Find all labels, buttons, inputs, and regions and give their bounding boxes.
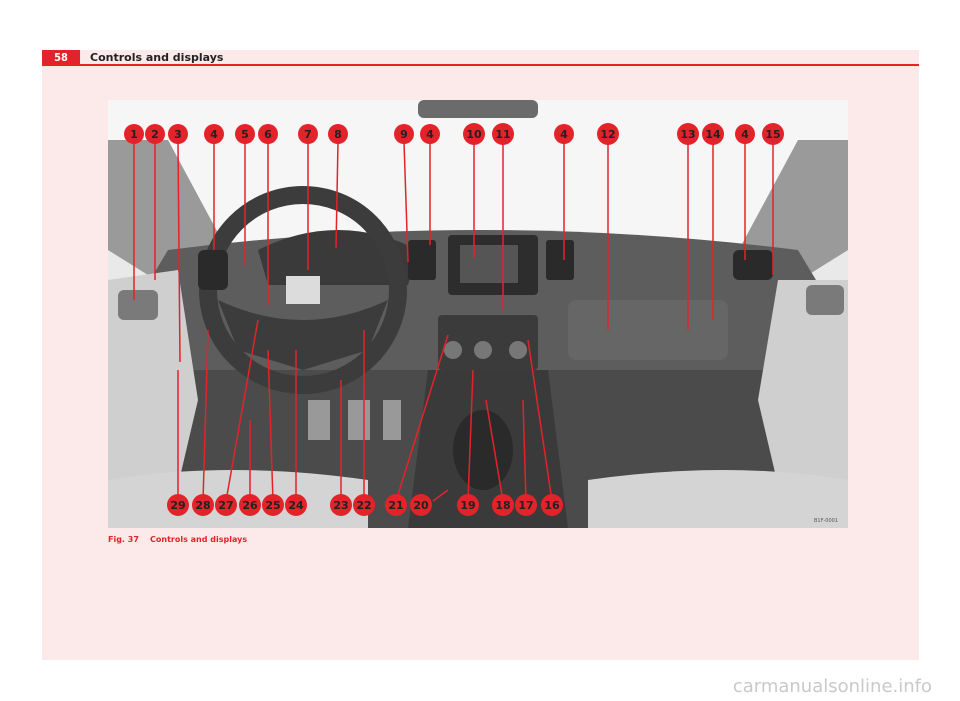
- callout-4d-label: 4: [741, 128, 749, 141]
- callout-29-label: 29: [170, 499, 185, 512]
- callout-29: [167, 494, 189, 516]
- callout-4c-label: 4: [560, 128, 568, 141]
- callout-2: [145, 124, 165, 144]
- callout-4c: [554, 124, 574, 144]
- rear-view-mirror: [418, 100, 538, 118]
- callout-20-label: 20: [413, 499, 429, 512]
- callout-9-label: 9: [400, 128, 408, 141]
- callout-4d: [735, 124, 755, 144]
- callout-28: [192, 494, 214, 516]
- callout-4a: [204, 124, 224, 144]
- callout-3-label: 3: [174, 128, 182, 141]
- callout-7-label: 7: [304, 128, 312, 141]
- callout-5: [235, 124, 255, 144]
- callout-15-label: 15: [765, 128, 780, 141]
- callout-14: [702, 123, 724, 145]
- callout-22: [353, 494, 375, 516]
- callout-11-label: 11: [495, 128, 510, 141]
- callout-2-label: 2: [151, 128, 159, 141]
- callout-22-label: 22: [356, 499, 371, 512]
- callout-17: [515, 494, 537, 516]
- figure-code: B1F-0001: [814, 518, 839, 524]
- figure-caption-text: Controls and displays: [150, 535, 248, 544]
- left-door: [108, 270, 198, 528]
- callout-21-label: 21: [388, 499, 403, 512]
- callout-1: [124, 124, 144, 144]
- callout-13: [677, 123, 699, 145]
- callout-27-label: 27: [218, 499, 233, 512]
- callout-24-label: 24: [288, 499, 304, 512]
- callout-28-label: 28: [195, 499, 210, 512]
- callout-16: [541, 494, 563, 516]
- callout-10: [463, 123, 485, 145]
- callout-25-label: 25: [265, 499, 280, 512]
- callout-8-label: 8: [334, 128, 342, 141]
- right-vent: [733, 250, 773, 280]
- callout-17-label: 17: [518, 499, 533, 512]
- callout-11: [492, 123, 514, 145]
- callout-6-label: 6: [264, 128, 272, 141]
- callout-20: [410, 494, 432, 516]
- callout-4a-label: 4: [210, 128, 218, 141]
- leader-lines: [133, 141, 774, 502]
- callout-18: [492, 494, 514, 516]
- callout-12: [597, 123, 619, 145]
- climate-knob-center: [474, 341, 492, 359]
- callout-15: [762, 123, 784, 145]
- callout-13-label: 13: [680, 128, 695, 141]
- pedal-accelerator: [383, 400, 401, 440]
- callout-9: [394, 124, 414, 144]
- section-title: Controls and displays: [90, 51, 224, 64]
- callout-21: [385, 494, 407, 516]
- callout-25: [262, 494, 284, 516]
- dashboard-figure: 1 2 3 4 5 6 7 8 9 4 10 11 4 12: [108, 100, 848, 528]
- callout-24: [285, 494, 307, 516]
- top-callouts: 1 2 3 4 5 6 7 8 9 4 10 11 4 12: [124, 123, 784, 516]
- figure-caption: Fig. 37 Controls and displays: [108, 535, 247, 544]
- callout-5-label: 5: [241, 128, 249, 141]
- callout-7: [298, 124, 318, 144]
- callout-3: [168, 124, 188, 144]
- callout-27: [215, 494, 237, 516]
- steering-logo: [286, 276, 320, 304]
- callout-12-label: 12: [600, 128, 615, 141]
- callout-4b-label: 4: [426, 128, 434, 141]
- callout-8: [328, 124, 348, 144]
- left-vent: [198, 250, 228, 290]
- callout-4b: [420, 124, 440, 144]
- callout-6: [258, 124, 278, 144]
- callout-10-label: 10: [466, 128, 482, 141]
- callout-26: [239, 494, 261, 516]
- dashboard-illustration: [108, 100, 848, 528]
- callout-23-label: 23: [333, 499, 348, 512]
- page-number: 58: [42, 50, 80, 66]
- callout-16-label: 16: [544, 499, 560, 512]
- climate-knob-right: [509, 341, 527, 359]
- center-left-vent: [408, 240, 436, 280]
- callout-26-label: 26: [242, 499, 258, 512]
- watermark: carmanualsonline.info: [732, 676, 932, 697]
- left-door-handle: [118, 290, 158, 320]
- right-door: [758, 280, 848, 528]
- figure-caption-label: Fig. 37: [108, 535, 139, 544]
- center-right-vent: [546, 240, 574, 280]
- callout-14-label: 14: [705, 128, 721, 141]
- pedal-clutch: [308, 400, 330, 440]
- callout-18-label: 18: [495, 499, 510, 512]
- callout-1-label: 1: [130, 128, 138, 141]
- callout-23: [330, 494, 352, 516]
- header-rule: [42, 64, 919, 66]
- infotainment-display: [460, 245, 518, 283]
- callout-19-label: 19: [460, 499, 475, 512]
- climate-knob-left: [444, 341, 462, 359]
- passenger-seat: [588, 470, 848, 528]
- steering-hub: [218, 300, 388, 370]
- right-door-handle: [806, 285, 844, 315]
- callout-19: [457, 494, 479, 516]
